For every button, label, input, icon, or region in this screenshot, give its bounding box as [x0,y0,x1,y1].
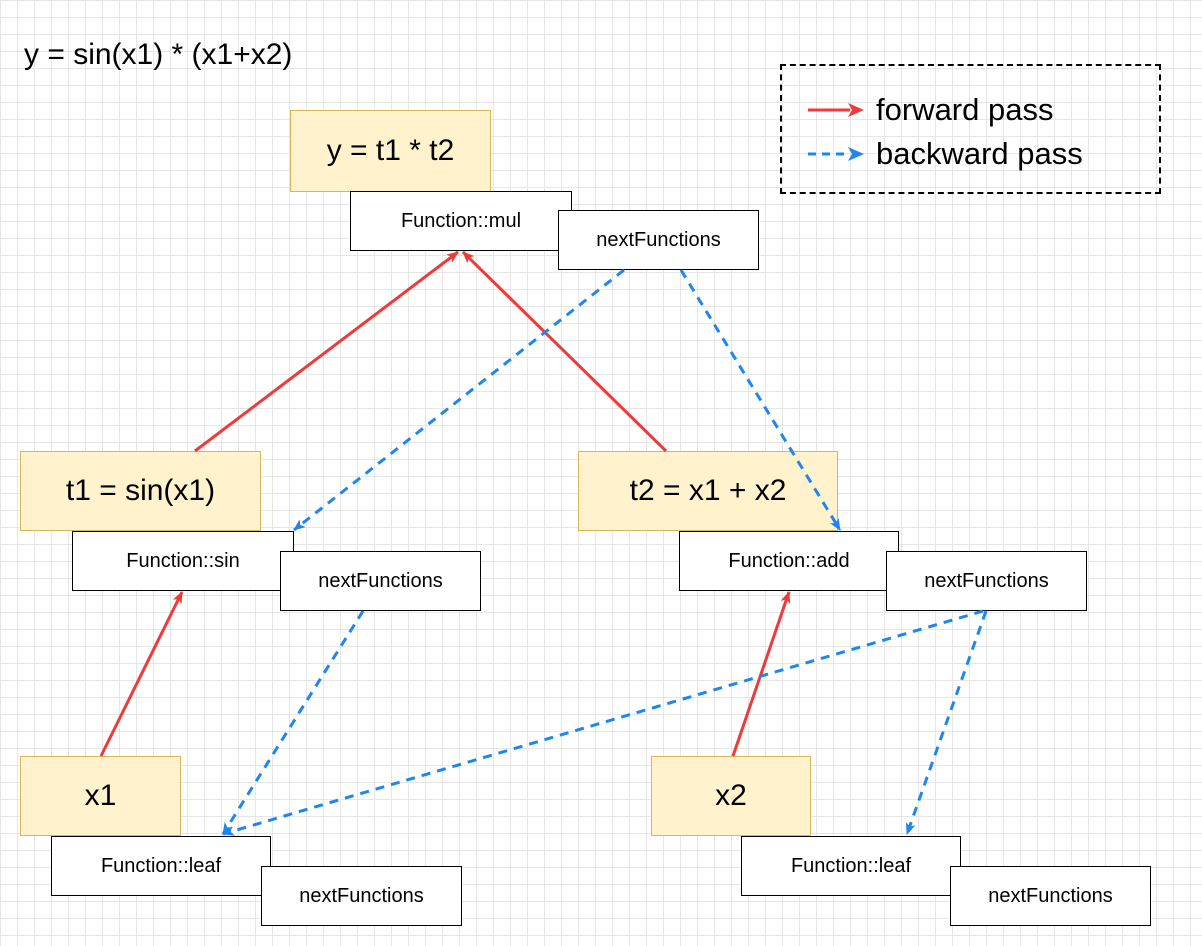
node-y-function: Function::mul [350,191,572,251]
node-t2-function: Function::add [679,531,899,591]
node-y-variable: y = t1 * t2 [290,110,491,192]
forward-edge-x2-to-t2 [731,591,791,757]
node-x1-variable: x1 [20,756,181,836]
node-x2-next-functions: nextFunctions [950,866,1151,926]
legend-backward-label: backward pass [876,136,1083,171]
backward-edge-t2-to-x2 [905,610,988,835]
node-t1-variable: t1 = sin(x1) [20,451,261,531]
node-t1-function: Function::sin [72,531,294,591]
forward-edge-t1-to-y [194,250,459,453]
node-x1-function: Function::leaf [51,836,271,896]
backward-edge-t2-to-x1 [222,609,984,836]
node-x1-next-functions: nextFunctions [261,866,462,926]
node-x2-function: Function::leaf [741,836,961,896]
forward-edge-x1-to-t1 [99,591,184,757]
legend-forward: forward pass [806,92,1053,128]
forward-edge-t2-to-y [461,250,668,453]
node-t1-next-functions: nextFunctions [280,551,481,611]
formula-title: y = sin(x1) * (x1+x2) [24,38,293,71]
forward-arrow-icon [808,103,864,117]
node-t2-next-functions: nextFunctions [886,551,1087,611]
legend-forward-label: forward pass [876,92,1054,127]
legend-backward: backward pass [806,136,1083,172]
node-y-next-functions: nextFunctions [558,210,759,270]
backward-edge-t1-to-x1 [221,610,365,835]
backward-edge-y-to-t1 [293,268,625,532]
node-x2-variable: x2 [651,756,811,836]
node-t2-variable: t2 = x1 + x2 [578,451,838,531]
legend: forward pass backward pass [780,64,1161,194]
backward-arrow-icon [808,147,864,161]
